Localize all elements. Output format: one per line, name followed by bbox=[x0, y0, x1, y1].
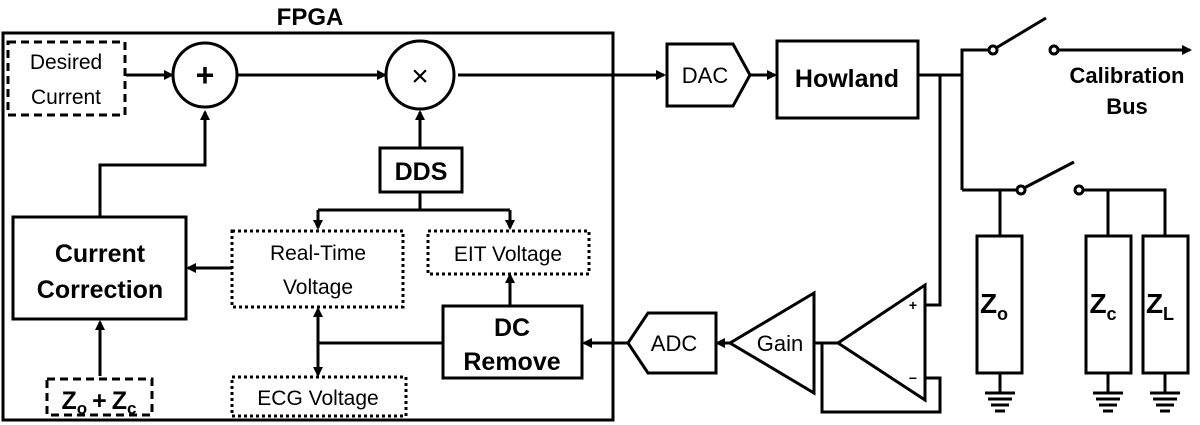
eit-voltage-box bbox=[426, 229, 591, 276]
gain-label: Gain bbox=[757, 331, 803, 356]
dc-remove-line1: DC bbox=[494, 314, 530, 342]
realtime-voltage-line2: Voltage bbox=[283, 276, 353, 299]
opamp-plus: + bbox=[909, 297, 917, 313]
desired-current-label-line2: Current bbox=[31, 86, 101, 109]
load-switch-blade bbox=[1023, 160, 1075, 190]
current-correction-line2: Correction bbox=[37, 276, 163, 304]
load-switch-contact bbox=[1073, 184, 1085, 196]
calibration-switch-pivot bbox=[987, 44, 999, 56]
load-zl-label: ZL bbox=[1146, 288, 1174, 324]
zo-plus-zc-box bbox=[45, 377, 154, 417]
load-switch-pivot bbox=[1015, 184, 1027, 196]
dds-block bbox=[378, 146, 464, 194]
load-zo-label: Zo bbox=[980, 288, 1008, 324]
howland-block bbox=[775, 39, 920, 120]
dds-label: DDS bbox=[395, 158, 448, 186]
current-correction-line1: Current bbox=[55, 240, 146, 268]
fpga-boundary bbox=[1, 31, 615, 422]
gain-block bbox=[727, 290, 816, 396]
ground-icon bbox=[1150, 373, 1180, 413]
ecg-voltage-box bbox=[230, 375, 408, 418]
dc-remove-block bbox=[441, 304, 584, 380]
howland-label: Howland bbox=[795, 65, 899, 93]
wire-correction-to-summer bbox=[98, 110, 210, 217]
dc-remove-line2: Remove bbox=[463, 348, 560, 376]
desired-current-label-line1: Desired bbox=[30, 51, 102, 74]
adc-block bbox=[626, 311, 718, 375]
ecg-voltage-label: ECG Voltage bbox=[257, 387, 378, 410]
opamp-triangle bbox=[835, 282, 927, 403]
fpga-label: FPGA bbox=[277, 4, 344, 31]
zo-plus-zc-label: Zo+Zc bbox=[61, 387, 136, 418]
wire-howland-output bbox=[918, 48, 990, 77]
multiplier-symbol: × bbox=[411, 60, 429, 93]
realtime-voltage-line1: Real-Time bbox=[270, 242, 366, 265]
opamp-minus: − bbox=[909, 370, 917, 386]
summer-node bbox=[171, 41, 239, 109]
calibration-bus-line1: Calibration bbox=[1070, 63, 1185, 88]
load-zl bbox=[1141, 234, 1190, 375]
ground-icon bbox=[985, 373, 1015, 413]
calibration-switch-blade bbox=[995, 16, 1047, 50]
current-correction-block bbox=[11, 215, 188, 321]
summer-symbol: + bbox=[196, 57, 215, 93]
wire-zc-zl-branch bbox=[1082, 188, 1167, 236]
dac-label: DAC bbox=[682, 63, 729, 88]
dac-block bbox=[665, 42, 752, 108]
realtime-voltage-box bbox=[230, 229, 405, 309]
load-zc-label: Zc bbox=[1089, 288, 1116, 324]
desired-current-box bbox=[6, 40, 127, 117]
calibration-switch-contact bbox=[1048, 44, 1060, 56]
multiplier-node bbox=[384, 39, 456, 111]
calibration-bus-line2: Bus bbox=[1106, 94, 1148, 119]
wire-sense-plus bbox=[925, 75, 942, 307]
load-zo bbox=[975, 234, 1024, 375]
adc-label: ADC bbox=[651, 331, 698, 356]
ground-icon bbox=[1093, 373, 1123, 413]
eit-voltage-label: EIT Voltage bbox=[454, 243, 562, 266]
